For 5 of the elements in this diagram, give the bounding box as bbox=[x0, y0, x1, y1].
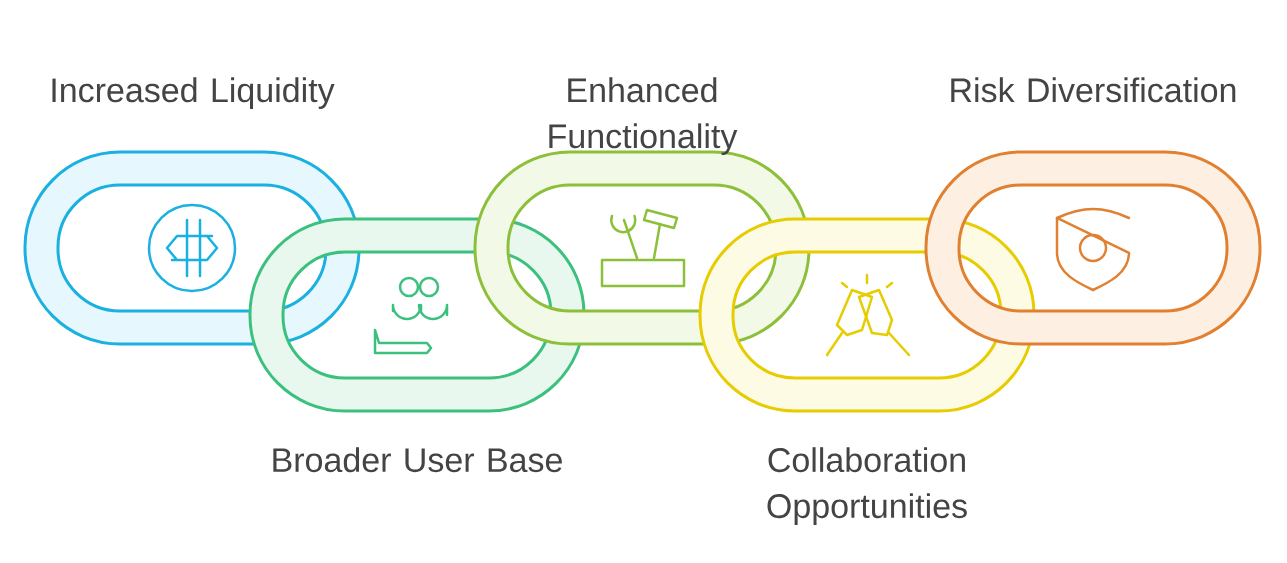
link-title: Increased Liquidity bbox=[52, 77, 335, 110]
link-title: Collaboration Opportunities bbox=[767, 447, 967, 525]
link-title: Enhanced Functionality bbox=[549, 77, 738, 156]
link-title: Risk Diversification bbox=[951, 77, 1236, 103]
link-title: Broader User Base bbox=[273, 447, 562, 473]
